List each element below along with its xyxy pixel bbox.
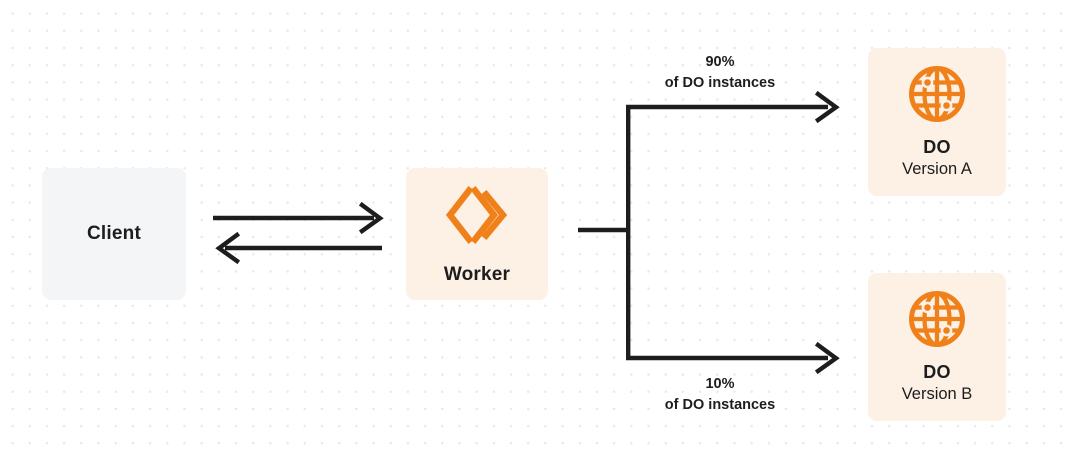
edge-label-do-a: 90% of DO instances (600, 52, 840, 93)
cloudflare-workers-icon (445, 182, 508, 248)
edge-label-do-b: 10% of DO instances (600, 374, 840, 415)
node-do-version-a-sublabel: Version A (902, 160, 972, 179)
node-do-version-b-sublabel: Version B (901, 385, 973, 404)
node-client[interactable]: Client (42, 168, 186, 300)
node-worker[interactable]: Worker (406, 168, 548, 300)
node-client-label: Client (87, 223, 141, 245)
edge-label-do-a-percent: 90% (705, 54, 735, 70)
node-do-version-a[interactable]: DO Version A (868, 48, 1006, 196)
edge-label-do-a-caption: of DO instances (664, 74, 776, 91)
durable-object-globe-icon (907, 64, 967, 124)
node-worker-label: Worker (443, 264, 511, 286)
edge-client-to-worker (213, 201, 384, 235)
edge-worker-to-client (215, 231, 382, 265)
node-do-version-a-label: DO (923, 136, 951, 157)
edge-worker-to-do-b (626, 341, 840, 375)
durable-object-globe-icon (907, 289, 967, 349)
node-do-version-b-label: DO (923, 361, 951, 382)
node-do-version-b[interactable]: DO Version B (868, 273, 1006, 421)
edge-worker-branch-bus (578, 107, 631, 358)
edge-worker-to-do-a (626, 90, 840, 124)
edge-label-do-b-caption: of DO instances (664, 396, 776, 413)
edge-label-do-b-percent: 10% (705, 376, 735, 392)
